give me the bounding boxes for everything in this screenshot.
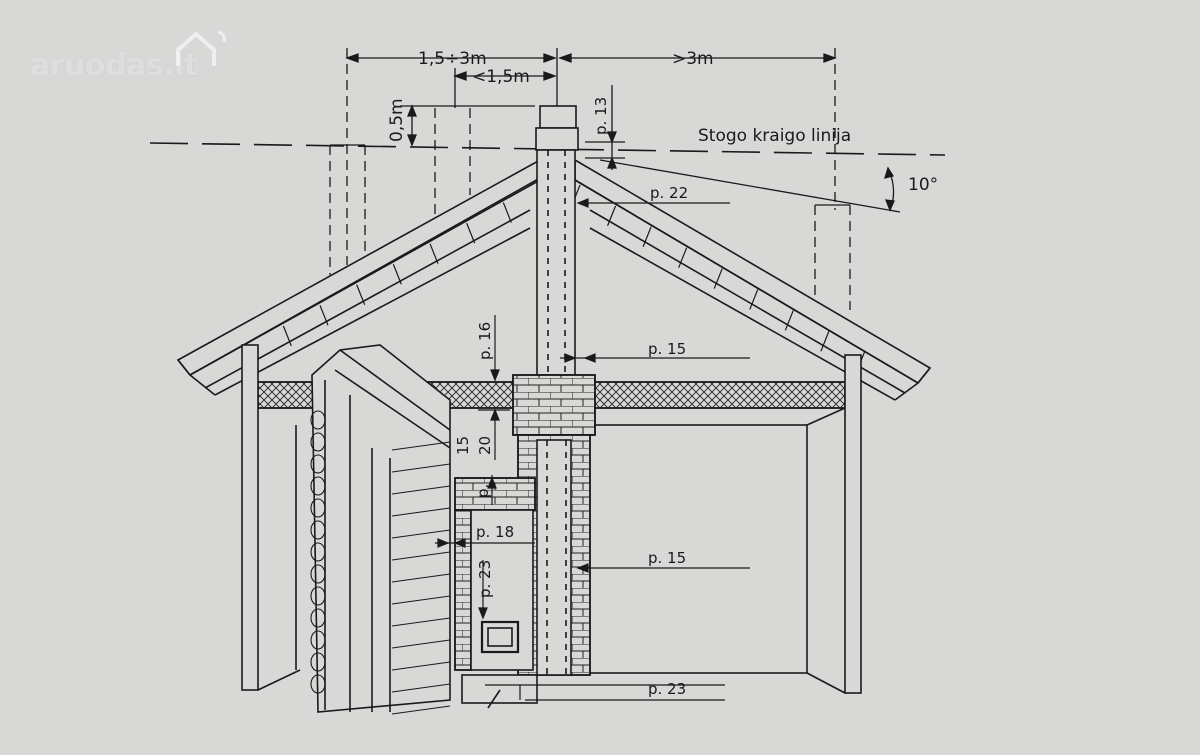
roof-batten-right [749, 289, 759, 310]
roof-batten-left [502, 202, 512, 223]
log-end [310, 608, 326, 628]
log-end [310, 586, 326, 606]
roof-batten-left [356, 284, 366, 306]
roof-batten-right [642, 226, 652, 248]
watermark-brand: aruodas [30, 48, 164, 83]
aruodas-watermark: aruodas.lt [30, 30, 226, 83]
dim-height-label: 0,5m [387, 98, 407, 142]
p23-bottom-label: p. 23 [648, 680, 686, 698]
log-end [310, 432, 326, 452]
p15-right-label: p. 15 [648, 549, 686, 567]
log-course-line [391, 617, 451, 627]
dashed-chimney-outlines [329, 108, 851, 310]
ridge-line-label: Stogo kraigo linija [698, 126, 851, 146]
log-end [310, 454, 326, 474]
leader-lines [435, 198, 750, 701]
roof-batten-right [820, 330, 830, 352]
roof-batten-left [429, 243, 439, 264]
roof-batten-right [784, 310, 794, 331]
roof-batten-right [713, 268, 723, 289]
log-wall [311, 344, 451, 713]
chimney [512, 105, 596, 676]
log-course-line [391, 529, 451, 539]
roof-batten-left [282, 325, 292, 347]
log-end [310, 476, 326, 496]
p-small-label: p. [474, 484, 492, 498]
p15-left-label: 15 [454, 436, 472, 455]
walls [241, 344, 862, 694]
log-course-line [391, 639, 451, 649]
watermark-tld: .lt [163, 48, 198, 83]
log-course-line [391, 551, 451, 561]
log-course-line [391, 661, 451, 671]
log-course-line [391, 595, 451, 605]
p18-label: p. 18 [476, 523, 514, 541]
roof-right [574, 158, 932, 401]
dim-top-left-label: 1,5÷3m [418, 49, 487, 69]
log-course-line [391, 441, 451, 451]
roof-batten-left [392, 263, 402, 285]
log-end [310, 630, 326, 650]
diagram-labels: 1,5÷3m <1,5m >3m 0,5m p. 13 Stogo kraigo… [387, 49, 938, 698]
stove [454, 477, 538, 709]
roof-batten-left [466, 222, 476, 244]
log-end [310, 542, 326, 562]
p22-label: p. 22 [650, 184, 688, 202]
log-end [310, 498, 326, 518]
log-end [310, 652, 326, 672]
log-course-line [391, 485, 451, 495]
log-course-line [391, 463, 451, 473]
p23-vertical-label: p. 23 [476, 560, 494, 598]
p13-dimension [585, 85, 625, 170]
log-course-line [391, 683, 451, 693]
log-end [310, 410, 326, 430]
p13-label: p. 13 [592, 97, 610, 135]
house-logo-icon [176, 30, 226, 66]
log-end [310, 520, 326, 540]
roof-batten-left [319, 305, 329, 326]
angle-line [599, 159, 901, 213]
roof-batten-right [678, 247, 688, 268]
log-end [310, 674, 326, 694]
log-course-line [391, 705, 451, 715]
dim-top-inner-label: <1,5m [472, 67, 530, 87]
p16-label: p. 16 [476, 322, 494, 360]
log-course-line [391, 573, 451, 583]
log-end [310, 564, 326, 584]
log-course-line [391, 507, 451, 517]
dim-top-right-label: >3m [672, 49, 714, 69]
p15-top-label: p. 15 [648, 340, 686, 358]
angle-label: 10° [908, 175, 938, 195]
p20-label: 20 [476, 436, 494, 455]
log-courses [310, 410, 451, 715]
roof-batten-right [606, 205, 617, 227]
height-dimension [400, 104, 535, 147]
